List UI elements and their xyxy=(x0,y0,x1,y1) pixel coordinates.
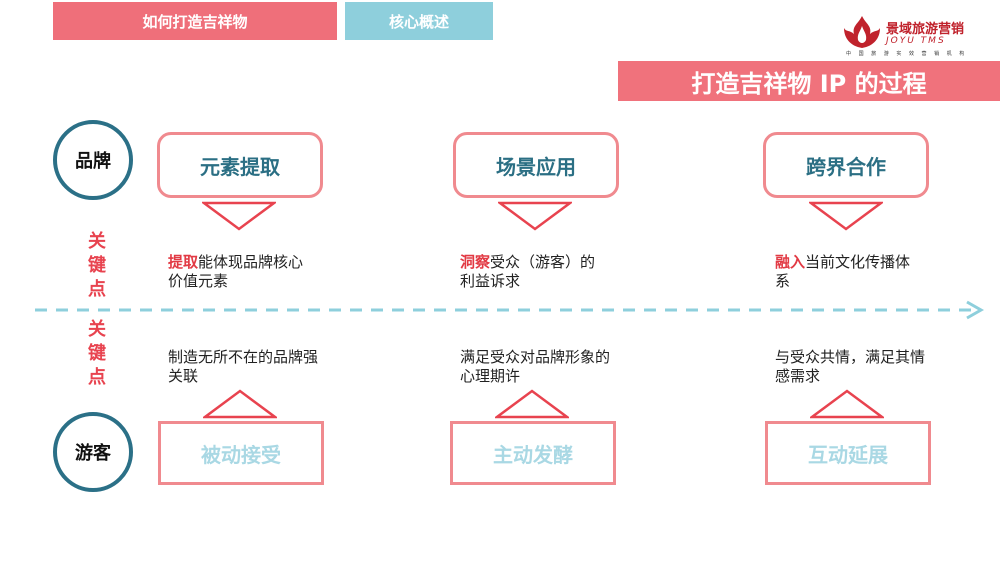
logo-chinese-name: 景域旅游营销 xyxy=(886,22,965,37)
keypoint-label-bottom: 关 键 点 xyxy=(88,319,106,388)
visitor-step-passive-acceptance: 被动接受 xyxy=(158,421,324,485)
brand-logo: 景域旅游营销 JOYU TMS 中 国 旅 游 实 效 营 销 机 构 xyxy=(840,12,990,60)
brand-step-description: 提取能体现品牌核心价值元素 xyxy=(168,253,318,291)
brand-step-description: 洞察受众（游客）的利益诉求 xyxy=(460,253,600,291)
flame-logo-icon xyxy=(844,16,880,48)
brand-step-crossover: 跨界合作 xyxy=(763,132,929,198)
dashed-arrow-icon xyxy=(35,300,985,320)
tab-how-to-make-mascot[interactable]: 如何打造吉祥物 xyxy=(53,2,337,40)
brand-circle: 品牌 xyxy=(53,120,133,200)
page-title: 打造吉祥物 IP 的过程 xyxy=(618,61,1000,101)
visitor-step-active-fermentation: 主动发酵 xyxy=(450,421,616,485)
up-triangle-icon xyxy=(203,389,277,419)
up-triangle-icon xyxy=(810,389,884,419)
visitor-step-description: 满足受众对品牌形象的心理期许 xyxy=(460,348,611,385)
brand-step-element-extraction: 元素提取 xyxy=(157,132,323,198)
brand-step-scene-application: 场景应用 xyxy=(453,132,619,198)
description-highlight: 提取 xyxy=(168,253,199,271)
logo-english-name: JOYU TMS xyxy=(886,36,946,46)
down-triangle-icon xyxy=(809,201,883,231)
visitor-step-description: 制造无所不在的品牌强关联 xyxy=(168,348,319,385)
brand-step-description: 融入当前文化传播体系 xyxy=(775,253,925,291)
description-text: 受众（游客）的利益诉求 xyxy=(460,253,596,290)
up-triangle-icon xyxy=(495,389,569,419)
keypoint-label-top: 关 键 点 xyxy=(88,231,106,300)
logo-tagline: 中 国 旅 游 实 效 营 销 机 构 xyxy=(846,51,968,57)
down-triangle-icon xyxy=(498,201,572,231)
description-highlight: 融入 xyxy=(775,253,806,271)
visitor-step-description: 与受众共情，满足其情感需求 xyxy=(775,348,926,385)
description-text: 能体现品牌核心价值元素 xyxy=(168,253,304,290)
tab-core-overview[interactable]: 核心概述 xyxy=(345,2,493,40)
visitor-circle: 游客 xyxy=(53,412,133,492)
visitor-step-interactive-extension: 互动延展 xyxy=(765,421,931,485)
description-highlight: 洞察 xyxy=(460,253,491,271)
down-triangle-icon xyxy=(202,201,276,231)
description-text: 当前文化传播体系 xyxy=(775,253,911,290)
